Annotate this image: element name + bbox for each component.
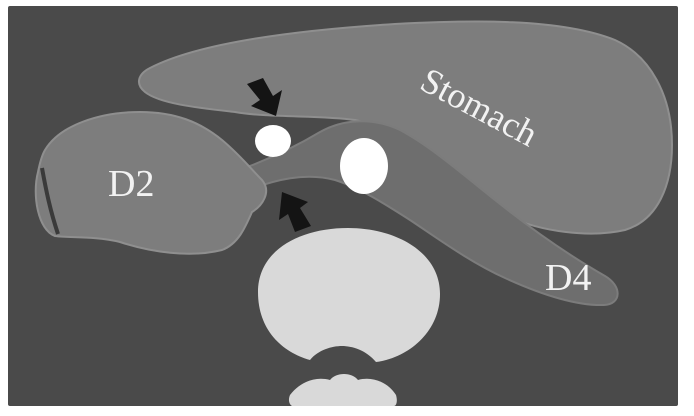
- arrow-down-icon: [247, 78, 282, 116]
- d2-fold-line: [40, 167, 60, 235]
- vertebral-body: [258, 228, 440, 362]
- vessel-small: [255, 125, 291, 157]
- label-d4: D4: [545, 257, 591, 299]
- arrow-up-icon: [279, 192, 311, 232]
- label-d2: D2: [108, 163, 154, 205]
- vessel-large: [340, 138, 388, 194]
- vertebral-arch: [288, 374, 397, 406]
- duodenum-d2-shape: [34, 110, 268, 255]
- stomach-shape: [138, 20, 674, 235]
- duodenum-d4-shape: [222, 120, 619, 307]
